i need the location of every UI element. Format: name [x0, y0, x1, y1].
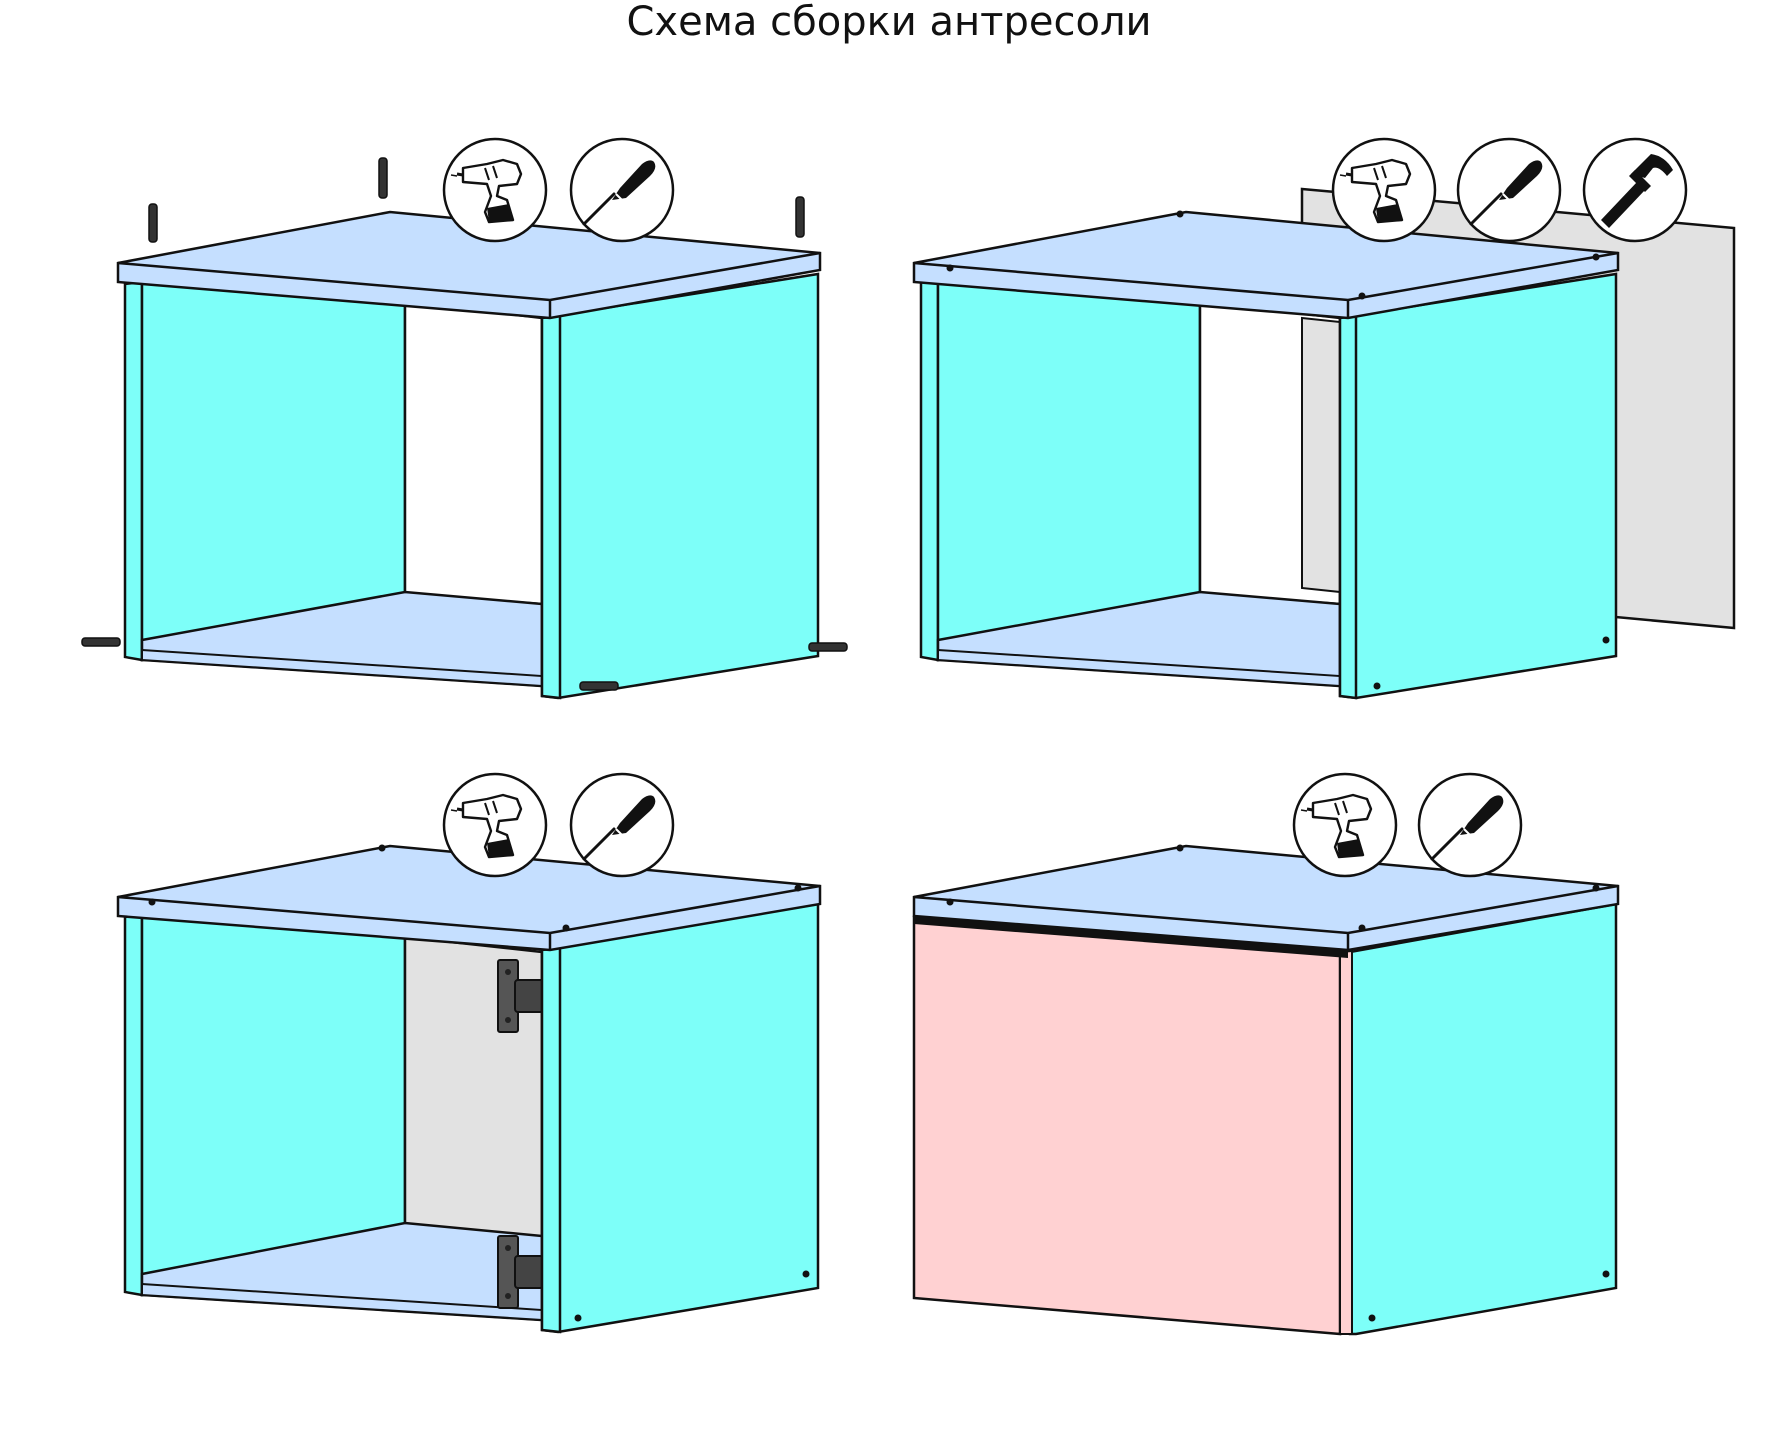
dowel — [81, 637, 121, 647]
dowel — [148, 203, 158, 243]
dowel — [579, 681, 619, 691]
hinge-bottom — [497, 1235, 544, 1309]
step-4-tools — [1292, 772, 1523, 878]
door-panel — [912, 915, 1342, 1336]
step-2-tools — [1331, 137, 1688, 243]
page-title: Схема сборки антресоли — [626, 0, 1152, 45]
dowel — [378, 157, 388, 199]
step-2-assembly — [912, 187, 1736, 700]
hinge-top — [497, 959, 544, 1033]
dowel — [808, 642, 848, 652]
step-3-assembly — [116, 844, 822, 1334]
step-1-tools — [442, 137, 675, 243]
step-4-assembly — [912, 844, 1620, 1336]
step-3-tools — [442, 772, 675, 878]
step-1-assembly — [81, 157, 848, 700]
dowel — [795, 196, 805, 238]
